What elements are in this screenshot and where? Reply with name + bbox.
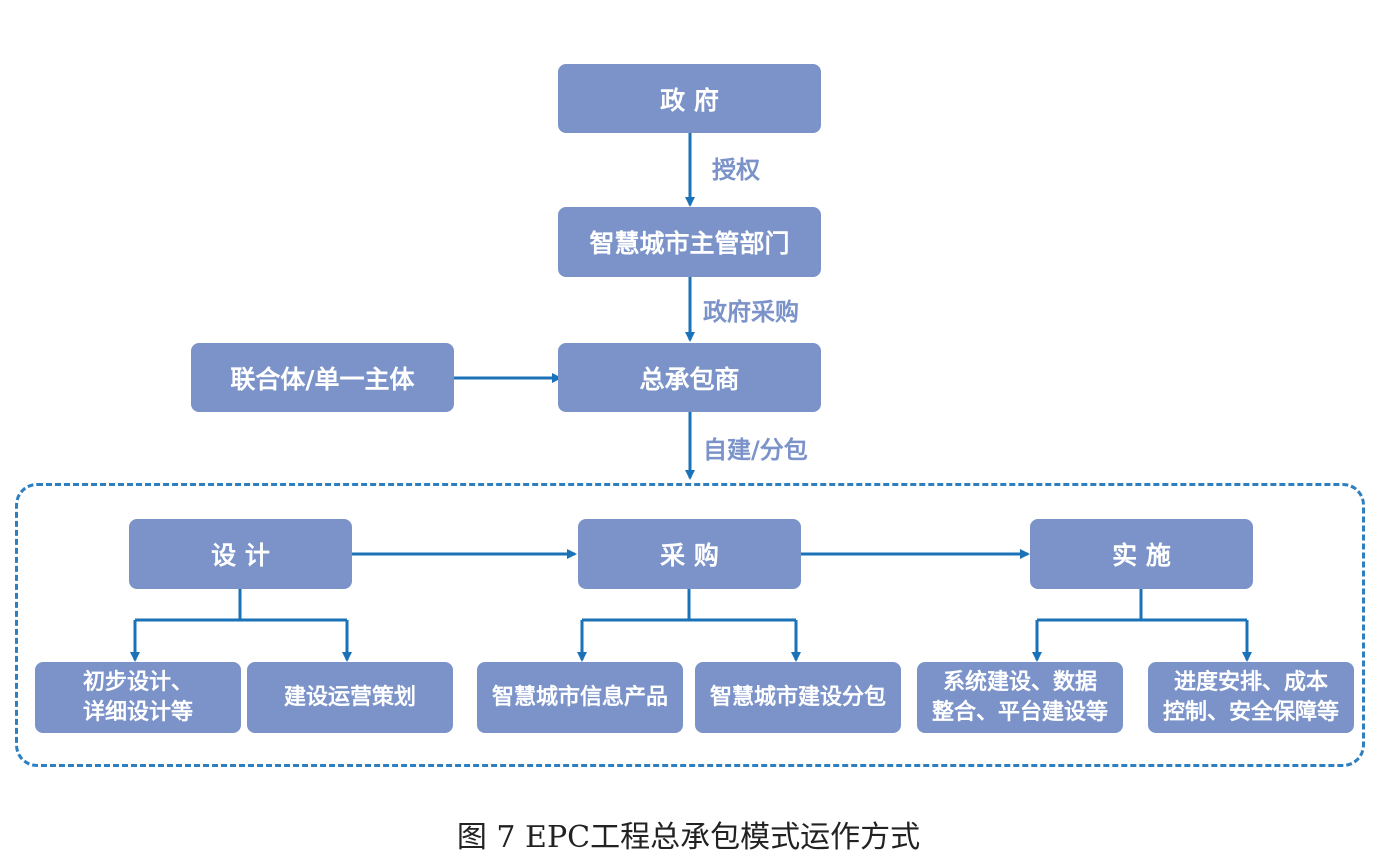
branch-procure [577, 588, 801, 662]
edge-label-gov-procurement: 政府采购 [703, 298, 799, 326]
figure-caption: 图 7 EPC工程总承包模式运作方式 [456, 820, 921, 855]
node-implement-system-build: 系统建设、数据 整合、平台建设等 [917, 662, 1123, 733]
node-government: 政 府 [558, 64, 821, 133]
node-procure-subcontract: 智慧城市建设分包 [695, 662, 901, 733]
node-design-preliminary: 初步设计、 详细设计等 [35, 662, 241, 733]
node-procurement: 采 购 [578, 519, 801, 589]
edge-label-self-build: 自建/分包 [703, 436, 808, 464]
edge-label-authorize: 授权 [712, 156, 760, 184]
phase-group-container [15, 483, 1365, 767]
node-consortium: 联合体/单一主体 [191, 343, 454, 412]
node-procure-info-products: 智慧城市信息产品 [477, 662, 683, 733]
node-implement-schedule-cost: 进度安排、成本 控制、安全保障等 [1148, 662, 1354, 733]
node-design: 设 计 [129, 519, 352, 589]
branch-implement [1032, 588, 1252, 662]
node-implementation: 实 施 [1030, 519, 1253, 589]
node-smart-city-dept: 智慧城市主管部门 [558, 207, 821, 277]
branch-design [130, 588, 352, 662]
node-design-operation-plan: 建设运营策划 [247, 662, 453, 733]
node-general-contractor: 总承包商 [558, 343, 821, 412]
